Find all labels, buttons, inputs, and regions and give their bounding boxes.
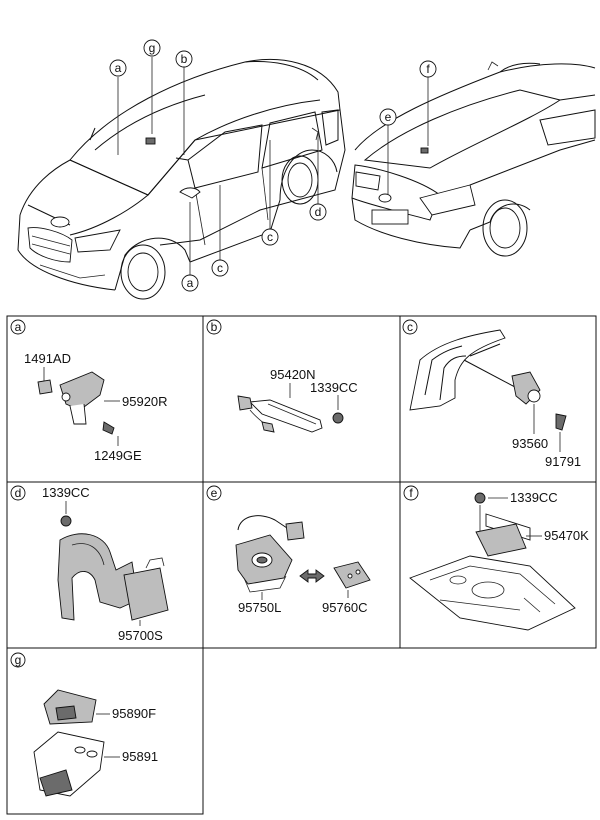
part-91791: 91791	[545, 454, 581, 469]
svg-text:a: a	[187, 276, 194, 290]
front-car-leaders	[117, 57, 319, 275]
svg-text:c: c	[217, 261, 223, 275]
part-1339CC-b: 1339CC	[310, 380, 358, 395]
callout-b: b	[175, 50, 193, 68]
callout-c-left: c	[211, 259, 229, 277]
front-car-callouts: a g b c d c a	[109, 39, 327, 292]
clip-part	[37, 379, 53, 395]
panel-a: a 1491AD 95920R 1249GE	[10, 319, 168, 463]
part-95891: 95891	[122, 749, 158, 764]
callout-a-top: a	[109, 59, 127, 77]
panel-c-letter: c	[407, 320, 413, 334]
part-95890F: 95890F	[112, 706, 156, 721]
part-95700S: 95700S	[118, 628, 163, 643]
door-frame-part	[409, 329, 506, 411]
panel-g-letter: g	[15, 653, 22, 667]
part-93560: 93560	[512, 436, 548, 451]
panel-f-letter: f	[409, 486, 413, 500]
panel-f: f 1339CC 95470K	[403, 485, 589, 631]
screw-part	[102, 421, 115, 435]
panel-e: e 95750L 95760C	[206, 485, 371, 615]
callout-f: f	[419, 60, 437, 78]
panel-a-letter: a	[15, 320, 22, 334]
part-95420N: 95420N	[270, 367, 316, 382]
svg-text:d: d	[315, 205, 322, 219]
panel-g: g 95890F 95891	[10, 652, 158, 797]
callout-c-right: c	[261, 228, 279, 246]
panel-b-letter: b	[211, 320, 218, 334]
exchange-arrow-icon	[299, 569, 325, 583]
svg-text:b: b	[181, 52, 188, 66]
antenna-part	[249, 399, 323, 433]
callout-d: d	[309, 203, 327, 221]
part-95470K: 95470K	[544, 528, 589, 543]
svg-text:a: a	[115, 61, 122, 75]
part-1339CC-d: 1339CC	[42, 485, 90, 500]
svg-text:e: e	[385, 110, 392, 124]
nut-part-f	[474, 492, 486, 504]
control-unit-part	[475, 523, 527, 557]
callout-e: e	[379, 108, 397, 126]
front-car-illustration	[17, 59, 346, 300]
part-1339CC-f: 1339CC	[510, 490, 558, 505]
rear-car-leaders	[387, 77, 429, 195]
rear-car-illustration	[351, 61, 596, 257]
panel-d-letter: d	[15, 486, 22, 500]
part-1491AD: 1491AD	[24, 351, 71, 366]
svg-text:c: c	[267, 230, 273, 244]
part-95750L: 95750L	[238, 600, 281, 615]
part-95760C: 95760C	[322, 600, 368, 615]
part-95920R: 95920R	[122, 394, 168, 409]
svg-text:g: g	[149, 41, 156, 55]
part-1249GE: 1249GE	[94, 448, 142, 463]
nut-part	[332, 412, 344, 424]
callout-g: g	[143, 39, 161, 57]
nut-part-d	[60, 515, 72, 527]
sensor-module-part	[123, 567, 169, 621]
panel-e-letter: e	[211, 486, 218, 500]
wheel-housing-part	[57, 533, 139, 621]
panel-c: c 93560 91791	[402, 319, 581, 469]
svg-text:f: f	[426, 62, 430, 76]
impact-sensor-part	[59, 371, 105, 411]
panel-d: d 1339CC 95700S	[10, 485, 169, 643]
callout-a-bottom: a	[181, 274, 199, 292]
screw-part-c	[555, 413, 567, 431]
rear-car-callouts: f e	[379, 60, 437, 126]
panel-grid	[6, 315, 597, 815]
panel-b: b 95420N 1339CC	[206, 319, 358, 433]
floor-panel-part	[409, 555, 576, 631]
